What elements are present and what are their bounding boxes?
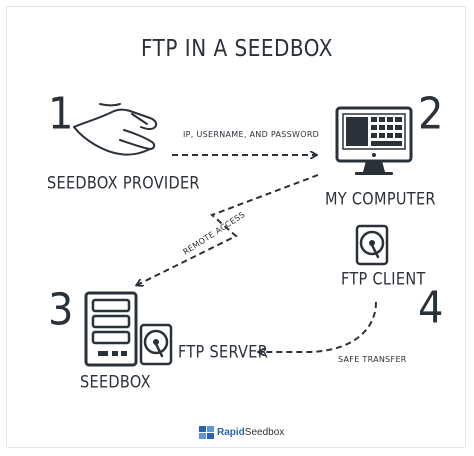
- hard-drive-icon: [139, 323, 173, 366]
- brand-name-part1: Rapid: [217, 427, 245, 438]
- diagram-title: FTP IN A SEEDBOX: [141, 34, 333, 62]
- ftp-client-label: FTP CLIENT: [341, 270, 426, 290]
- brand-name: RapidSeedbox: [217, 428, 284, 438]
- server-icon: [84, 291, 138, 367]
- seedbox-provider-label: SEEDBOX PROVIDER: [47, 174, 200, 194]
- computer-icon: [335, 106, 413, 175]
- my-computer-label: MY COMPUTER: [325, 190, 436, 210]
- step-2-number: 2: [418, 88, 444, 140]
- hand-icon: [73, 103, 158, 156]
- remote-access-arrow: [137, 174, 319, 285]
- credentials-arrow-label: IP, USERNAME, AND PASSWORD: [183, 130, 320, 139]
- rapidseedbox-logo-icon: [199, 426, 214, 439]
- safe-transfer-arrow: [259, 301, 377, 352]
- step-3-number: 3: [48, 284, 74, 336]
- diagram-frame: [6, 6, 466, 448]
- seedbox-label: SEEDBOX: [80, 373, 151, 393]
- step-4-number: 4: [418, 282, 444, 334]
- step-1-number: 1: [48, 88, 74, 140]
- ftp-client-drive-icon: [355, 224, 389, 266]
- brand-name-part2: Seedbox: [244, 427, 285, 438]
- safe-transfer-arrow-label: SAFE TRANSFER: [338, 355, 407, 364]
- ftp-server-label: FTP SERVER: [178, 343, 269, 363]
